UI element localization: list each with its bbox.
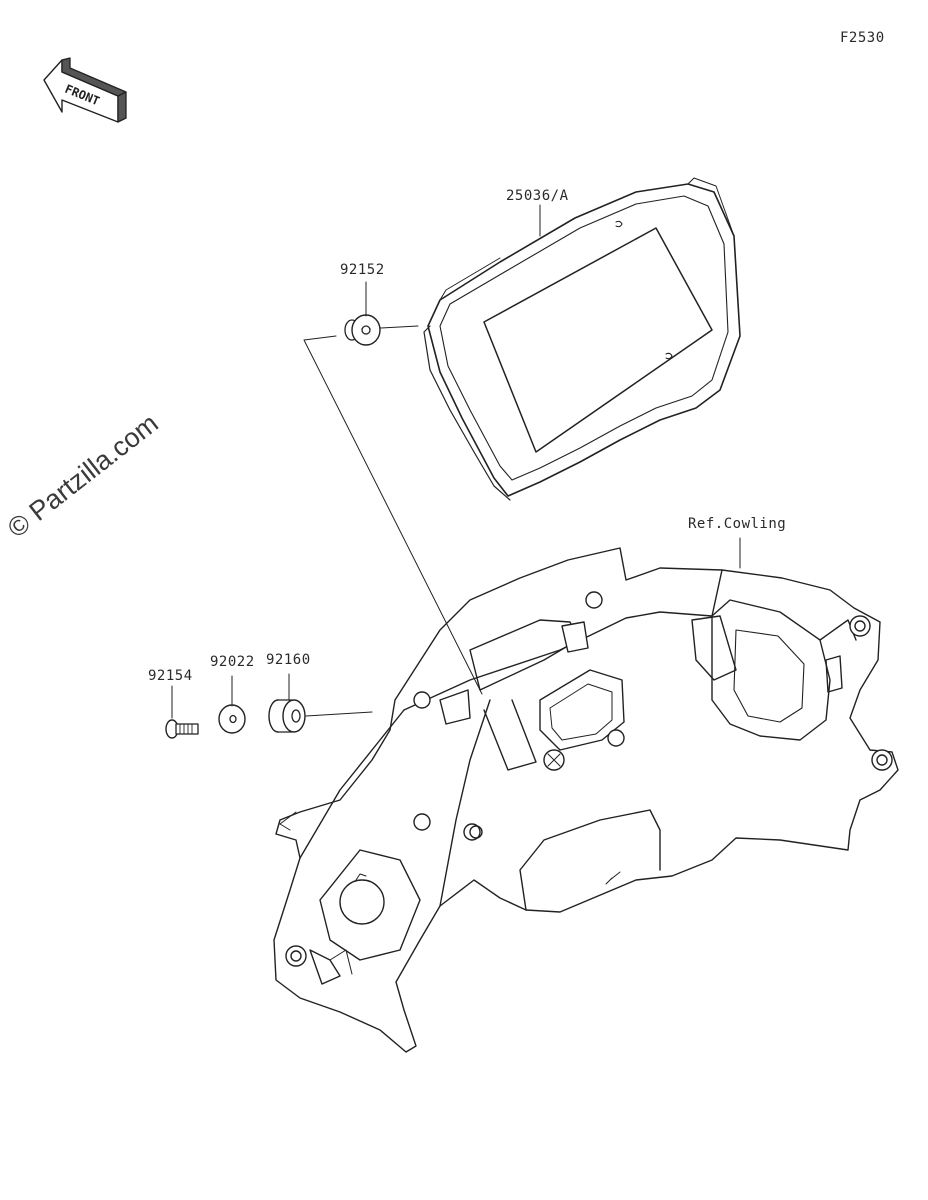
front-arrow-icon: FRONT	[43, 57, 127, 123]
cowling-bracket	[273, 547, 899, 1053]
grommet-92160	[268, 699, 306, 733]
leader-lines	[171, 204, 741, 719]
figure-code: F2530	[840, 30, 885, 46]
ref-cowling-label: Ref.Cowling	[688, 516, 787, 532]
washer-92022	[218, 704, 246, 734]
meter-assembly	[423, 177, 741, 501]
part-label-25036a[interactable]: 25036/A	[506, 188, 569, 204]
part-label-92022[interactable]: 92022	[210, 654, 255, 670]
bolt-92154	[165, 719, 199, 739]
part-label-92152[interactable]: 92152	[340, 262, 385, 278]
part-label-92160[interactable]: 92160	[266, 652, 311, 668]
grommet-92152	[344, 314, 381, 346]
part-label-92154[interactable]: 92154	[148, 668, 193, 684]
